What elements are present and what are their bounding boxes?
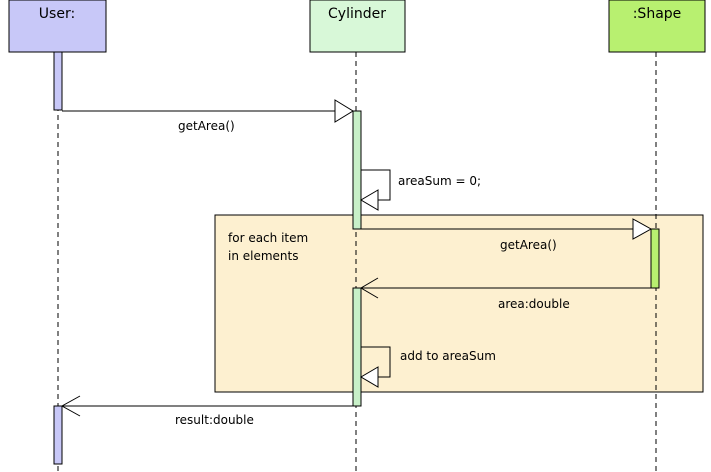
user-object-label: User: (39, 6, 75, 22)
msg-area-double-arrowhead (360, 277, 379, 299)
msg-add-to-area-sum-arrowhead (360, 366, 379, 388)
msg-result-double-arrowhead (60, 395, 81, 417)
loop-condition-line-2: in elements (228, 249, 299, 263)
msg-area-sum-init-label: areaSum = 0; (398, 174, 481, 188)
cylinder-activation-2 (352, 287, 362, 407)
user-activation-top (53, 51, 63, 111)
shape-object-label: :Shape (633, 6, 682, 22)
cylinder-object-box[interactable] (309, 0, 406, 53)
msg-get-area-1-label: getArea() (178, 119, 235, 133)
msg-result-double-label: result:double (175, 413, 254, 427)
loop-fragment (214, 214, 704, 393)
msg-area-double-label: area:double (498, 297, 570, 311)
msg-area-sum-init-arrowhead (360, 189, 379, 211)
shape-activation (650, 228, 660, 289)
loop-condition-line-1: for each item (228, 231, 308, 245)
msg-get-area-2-label: getArea() (500, 238, 557, 252)
msg-add-to-area-sum-label: add to areaSum (400, 349, 496, 363)
msg-get-area-2-arrowhead (632, 218, 653, 240)
user-object-box[interactable] (8, 0, 107, 53)
msg-get-area-1-arrowhead (334, 99, 354, 123)
shape-object-box[interactable] (608, 0, 706, 53)
cylinder-activation-1 (352, 110, 362, 230)
user-activation-bottom (53, 405, 63, 465)
cylinder-object-label: Cylinder (328, 6, 386, 22)
